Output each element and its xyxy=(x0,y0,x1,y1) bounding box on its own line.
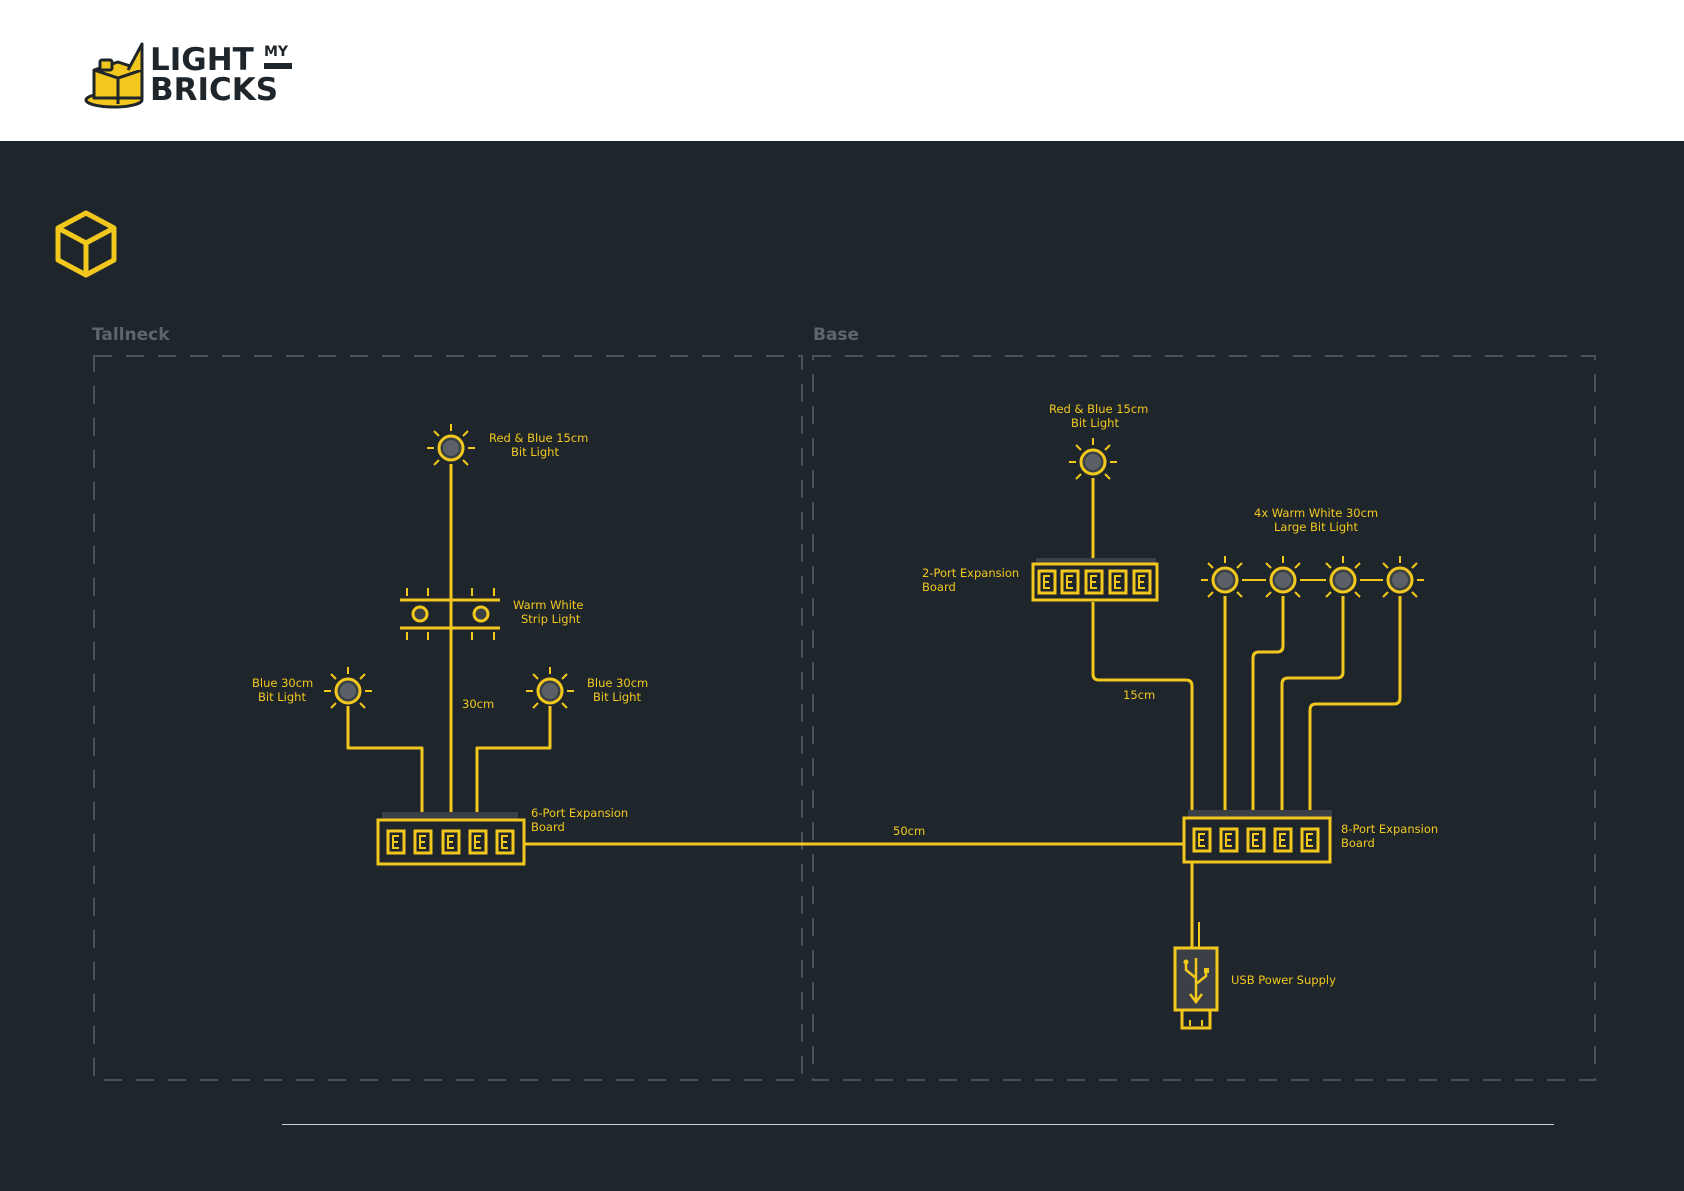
six-port-expansion-board xyxy=(378,812,524,864)
blue-left-label-2: Bit Light xyxy=(258,690,306,704)
brand-logo[interactable]: LIGHT MY BRICKS xyxy=(84,40,294,112)
eight-port-label-2: Board xyxy=(1341,836,1375,850)
bulb-icon xyxy=(324,667,372,708)
section-title-tallneck: Tallneck xyxy=(92,325,170,345)
cable-30cm-label: 30cm xyxy=(462,697,494,711)
cube-icon xyxy=(58,213,114,275)
bulb-icon xyxy=(1201,556,1249,597)
cable-15cm-label: 15cm xyxy=(1123,688,1155,702)
brand-superscript: MY xyxy=(264,44,288,60)
bulb-icon xyxy=(1319,556,1367,597)
blue-right-label-2: Bit Light xyxy=(593,690,641,704)
brand-line2: BRICKS xyxy=(150,72,278,108)
page-header: LIGHT MY BRICKS xyxy=(0,0,1684,141)
wire-warm-4 xyxy=(1310,596,1400,816)
bulb-icon xyxy=(427,424,475,465)
brick-lamp-logo-icon xyxy=(84,40,148,110)
wiring-diagram-area: Tallneck Base Red & Blue 15cm Bit Light … xyxy=(0,141,1684,1191)
two-port-label-1: 2-Port Expansion xyxy=(922,566,1019,580)
footer-divider xyxy=(282,1124,1554,1125)
left-top-light-label-1: Red & Blue 15cm xyxy=(489,431,588,445)
warm-lights-label-2: Large Bit Light xyxy=(1274,520,1358,534)
six-port-label-1: 6-Port Expansion xyxy=(531,806,628,820)
six-port-label-2: Board xyxy=(531,820,565,834)
warm-lights-label-1: 4x Warm White 30cm xyxy=(1254,506,1378,520)
right-top-light-label-2: Bit Light xyxy=(1071,416,1119,430)
wiring-diagram: Tallneck Base Red & Blue 15cm Bit Light … xyxy=(0,141,1684,1191)
wire-blue-right-to-board xyxy=(477,706,550,816)
two-port-expansion-board xyxy=(1033,558,1157,600)
wire-warm-2 xyxy=(1253,596,1283,816)
bulb-icon xyxy=(1259,556,1307,597)
strip-light-label-2: Strip Light xyxy=(521,612,581,626)
brand-bar xyxy=(264,63,292,69)
two-port-label-2: Board xyxy=(922,580,956,594)
cable-50cm-label: 50cm xyxy=(893,824,925,838)
bulb-icon xyxy=(1376,556,1424,597)
section-title-base: Base xyxy=(813,325,859,345)
blue-left-label-1: Blue 30cm xyxy=(252,676,313,690)
strip-light-label-1: Warm White xyxy=(513,598,584,612)
wire-blue-left-to-board xyxy=(348,706,422,816)
tallneck-section-frame xyxy=(94,356,802,1080)
eight-port-expansion-board xyxy=(1184,810,1332,862)
blue-right-label-1: Blue 30cm xyxy=(587,676,648,690)
bulb-icon xyxy=(1069,438,1117,479)
usb-icon xyxy=(1175,922,1217,1028)
usb-power-label: USB Power Supply xyxy=(1231,973,1336,987)
left-top-light-label-2: Bit Light xyxy=(511,445,559,459)
right-top-light-label-1: Red & Blue 15cm xyxy=(1049,402,1148,416)
bulb-icon xyxy=(526,667,574,708)
eight-port-label-1: 8-Port Expansion xyxy=(1341,822,1438,836)
wire-2port-to-8port xyxy=(1093,602,1192,816)
